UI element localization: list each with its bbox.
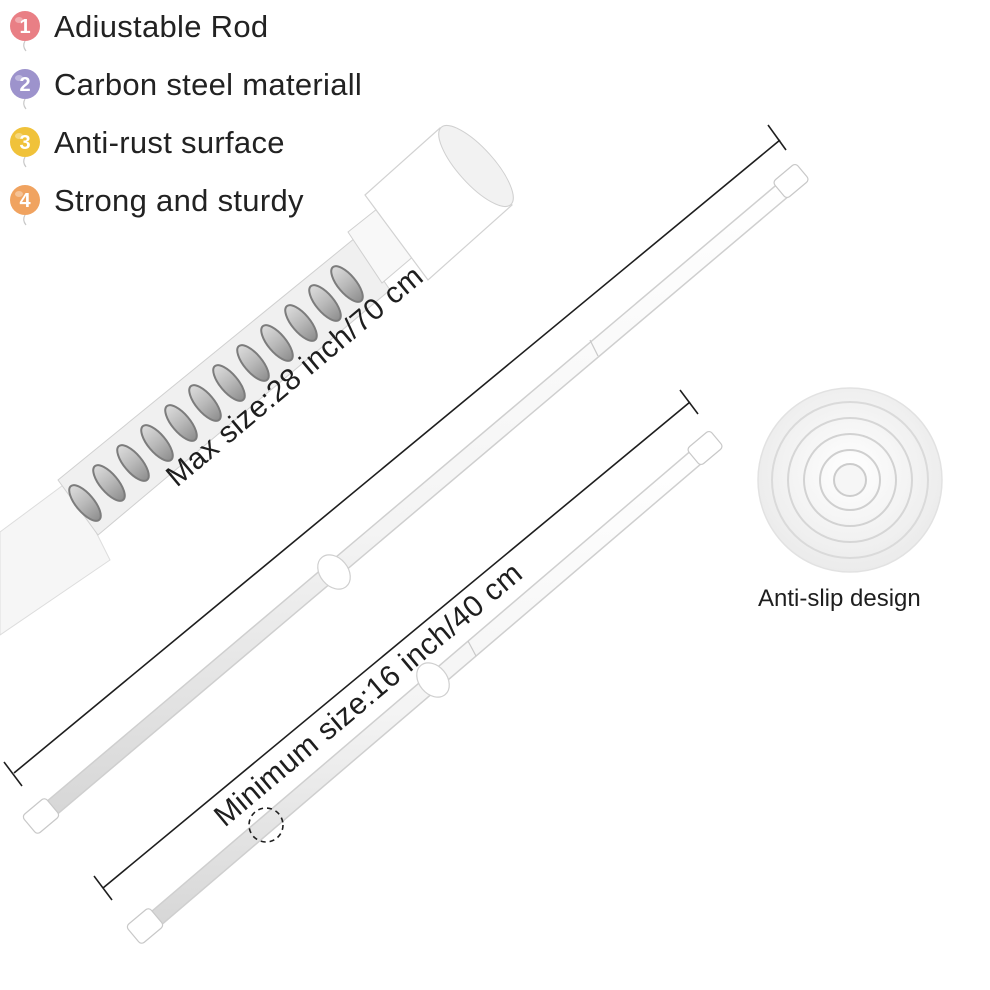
rod-min-end-cap-right xyxy=(687,430,723,466)
rod-max-extended xyxy=(22,163,809,834)
feature-label: Strong and sturdy xyxy=(54,183,304,218)
min-size-measure-line xyxy=(93,389,699,901)
spring-coil xyxy=(68,265,364,522)
svg-text:2: 2 xyxy=(19,74,30,96)
svg-text:4: 4 xyxy=(19,190,31,212)
balloon-number-1-icon: 1 xyxy=(8,2,42,52)
rod-max-end-cap-left xyxy=(22,798,60,834)
feature-label: Carbon steel materiall xyxy=(54,67,363,102)
rod-min-end-cap-left xyxy=(126,908,164,944)
anti-slip-pad-icon xyxy=(757,387,943,573)
rod-max-end-cap-right xyxy=(773,163,809,199)
balloon-number-3-icon: 3 xyxy=(8,118,42,168)
rod-min-extended xyxy=(126,430,723,944)
feature-item-adjustable-rod: 1 Adiustable Rod xyxy=(8,2,428,52)
dashed-highlight-circle xyxy=(248,807,284,843)
rod-closeup xyxy=(0,125,514,636)
anti-slip-label: Anti-slip design xyxy=(758,585,921,612)
feature-label: Anti-rust surface xyxy=(54,125,285,160)
svg-text:1: 1 xyxy=(19,16,30,38)
balloon-number-2-icon: 2 xyxy=(8,60,42,110)
svg-text:3: 3 xyxy=(19,132,30,154)
feature-item-strong-sturdy: 4 Strong and sturdy xyxy=(8,176,428,226)
rod-min-joint xyxy=(416,662,450,698)
rod-max-joint xyxy=(317,554,351,590)
rod-closeup-end-cap xyxy=(364,125,514,281)
balloon-number-4-icon: 4 xyxy=(8,176,42,226)
max-size-measure-line xyxy=(3,124,787,787)
rod-closeup-tube xyxy=(0,479,111,636)
feature-item-carbon-steel: 2 Carbon steel materiall xyxy=(8,60,428,110)
feature-label: Adiustable Rod xyxy=(54,9,269,44)
feature-item-anti-rust: 3 Anti-rust surface xyxy=(8,118,428,168)
